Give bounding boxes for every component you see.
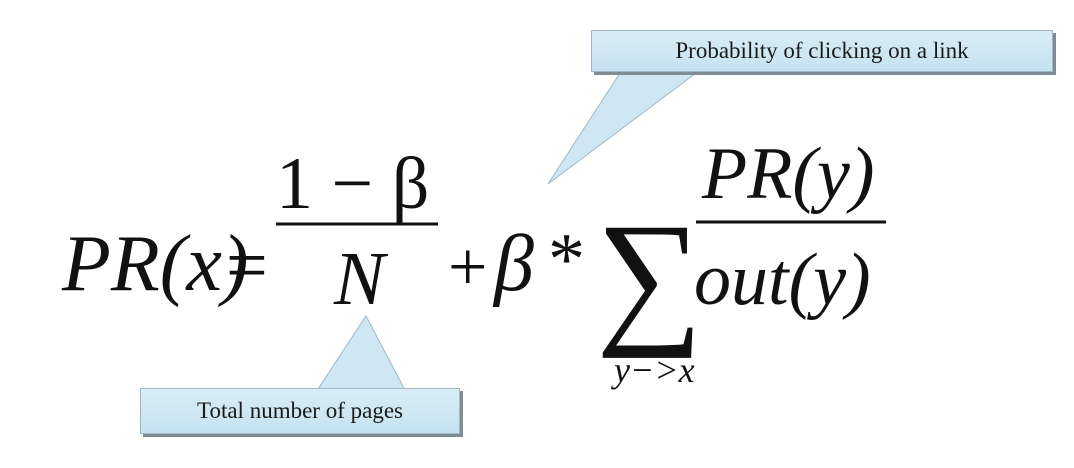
callout-link-probability: Probability of clicking on a link [591,30,1053,72]
fraction2-denominator: out(y) [694,239,871,321]
callout-link-probability-text: Probability of clicking on a link [675,38,969,63]
formula-lhs: PR(x) [61,220,249,308]
callout-total-pages: Total number of pages [140,388,460,434]
fraction1-numerator: 1 − β [276,143,429,225]
formula-times: * [548,219,585,301]
formula-equals: = [226,225,268,307]
fraction1-denominator: N [333,237,389,321]
formula-plus: + [448,229,487,306]
fraction2-numerator: PR(y) [701,133,875,215]
formula-beta: β [492,220,534,308]
callout-top-pointer [547,69,702,185]
summation-subscript: y−>x [611,350,695,390]
callout-bottom-pointer [315,315,407,393]
callout-total-pages-text: Total number of pages [197,398,403,423]
summation-symbol: ∑ [596,193,703,359]
